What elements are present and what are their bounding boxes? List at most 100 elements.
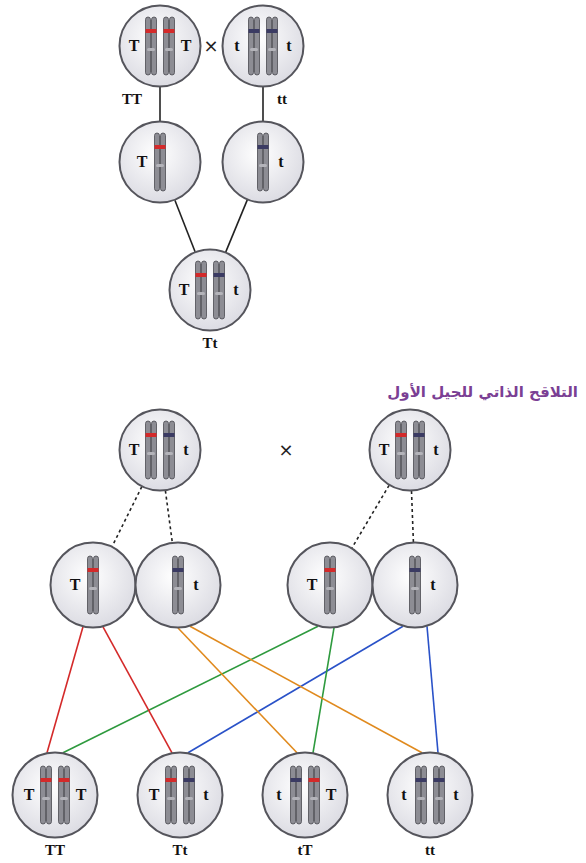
cell-outline bbox=[118, 120, 202, 204]
chromosome bbox=[184, 766, 195, 824]
connector-line bbox=[190, 626, 422, 753]
cell-circle: t bbox=[371, 541, 459, 629]
connector-line bbox=[427, 626, 438, 753]
chromosome bbox=[146, 421, 157, 479]
genotype-label: tt bbox=[425, 843, 435, 858]
chromosome bbox=[325, 556, 336, 614]
allele-letter: t bbox=[233, 282, 238, 298]
cross-symbol: × bbox=[203, 35, 218, 57]
allele-letter: t bbox=[234, 38, 239, 54]
chromosome bbox=[410, 556, 421, 614]
cell-circle: TtTt bbox=[136, 751, 224, 839]
cell-circle: T bbox=[49, 541, 137, 629]
allele-letter: T bbox=[137, 154, 148, 170]
cell-outline bbox=[49, 541, 137, 629]
cell-outline bbox=[286, 541, 374, 629]
allele-letter: T bbox=[181, 38, 192, 54]
cell-circle: TTTT bbox=[11, 751, 99, 839]
allele-letter: t bbox=[286, 38, 291, 54]
connector-line bbox=[175, 200, 195, 252]
allele-letter: T bbox=[24, 787, 35, 803]
cell-circle: tttt bbox=[221, 4, 305, 88]
allele-letter: T bbox=[129, 442, 140, 458]
genotype-label: TT bbox=[45, 843, 65, 858]
connector-line bbox=[262, 87, 264, 121]
chromosome bbox=[88, 556, 99, 614]
connector-line bbox=[63, 626, 318, 753]
allele-letter: T bbox=[379, 442, 390, 458]
allele-letter: t bbox=[278, 154, 283, 170]
chromosome bbox=[291, 766, 302, 824]
cell-circle: TTTT bbox=[118, 4, 202, 88]
connector-line bbox=[112, 487, 142, 547]
chromosome bbox=[414, 421, 425, 479]
cell-outline bbox=[386, 751, 474, 839]
cell-circle: t bbox=[134, 541, 222, 629]
chromosome bbox=[41, 766, 52, 824]
chromosome bbox=[396, 421, 407, 479]
connector-line bbox=[165, 491, 172, 543]
connector-line bbox=[313, 628, 334, 753]
cell-outline bbox=[134, 541, 222, 629]
chromosome bbox=[214, 261, 225, 319]
chromosome bbox=[164, 17, 175, 75]
chromosome bbox=[146, 17, 157, 75]
connector-line bbox=[226, 200, 248, 252]
cell-circle: tttt bbox=[386, 751, 474, 839]
connector-line bbox=[188, 626, 403, 753]
chromosome bbox=[196, 261, 207, 319]
cell-circle: Tt bbox=[368, 408, 452, 492]
genotype-label: tt bbox=[277, 92, 287, 107]
allele-letter: T bbox=[326, 787, 337, 803]
connector-line bbox=[352, 485, 389, 548]
connector-line bbox=[47, 627, 83, 753]
allele-letter: T bbox=[76, 787, 87, 803]
allele-letter: t bbox=[276, 787, 281, 803]
chromosome bbox=[166, 766, 177, 824]
cell-circle: t bbox=[221, 120, 305, 204]
allele-letter: T bbox=[70, 577, 81, 593]
cell-outline bbox=[221, 4, 305, 88]
connector-line bbox=[412, 491, 414, 542]
chromosome bbox=[249, 17, 260, 75]
allele-letter: t bbox=[203, 787, 208, 803]
cell-circle: Tt bbox=[118, 408, 202, 492]
allele-letter: t bbox=[183, 442, 188, 458]
allele-letter: t bbox=[430, 577, 435, 593]
chromosome bbox=[416, 766, 427, 824]
cell-outline bbox=[221, 120, 305, 204]
chromosome bbox=[309, 766, 320, 824]
genotype-label: tT bbox=[298, 843, 313, 858]
chromosome bbox=[164, 421, 175, 479]
chromosome bbox=[59, 766, 70, 824]
caption-note: التلاقح الذاتي للجيل الأول bbox=[387, 383, 578, 401]
chromosome bbox=[155, 133, 166, 191]
allele-letter: t bbox=[401, 787, 406, 803]
allele-letter: T bbox=[307, 577, 318, 593]
allele-letter: t bbox=[193, 577, 198, 593]
chromosome bbox=[173, 556, 184, 614]
cell-circle: T bbox=[118, 120, 202, 204]
genotype-label: Tt bbox=[203, 336, 218, 351]
cell-outline bbox=[371, 541, 459, 629]
connector-line bbox=[103, 627, 172, 753]
allele-letter: t bbox=[433, 442, 438, 458]
connector-line bbox=[178, 628, 297, 753]
chromosome bbox=[258, 133, 269, 191]
cell-circle: TtTt bbox=[168, 248, 252, 332]
allele-letter: t bbox=[453, 787, 458, 803]
allele-letter: T bbox=[149, 787, 160, 803]
cross-symbol: × bbox=[278, 439, 293, 461]
genotype-label: Tt bbox=[173, 843, 188, 858]
chromosome bbox=[267, 17, 278, 75]
allele-letter: T bbox=[129, 38, 140, 54]
connector-line bbox=[159, 87, 161, 121]
genotype-label: TT bbox=[122, 92, 142, 107]
allele-letter: T bbox=[179, 282, 190, 298]
cell-circle: T bbox=[286, 541, 374, 629]
cell-circle: tTtT bbox=[261, 751, 349, 839]
chromosome bbox=[434, 766, 445, 824]
